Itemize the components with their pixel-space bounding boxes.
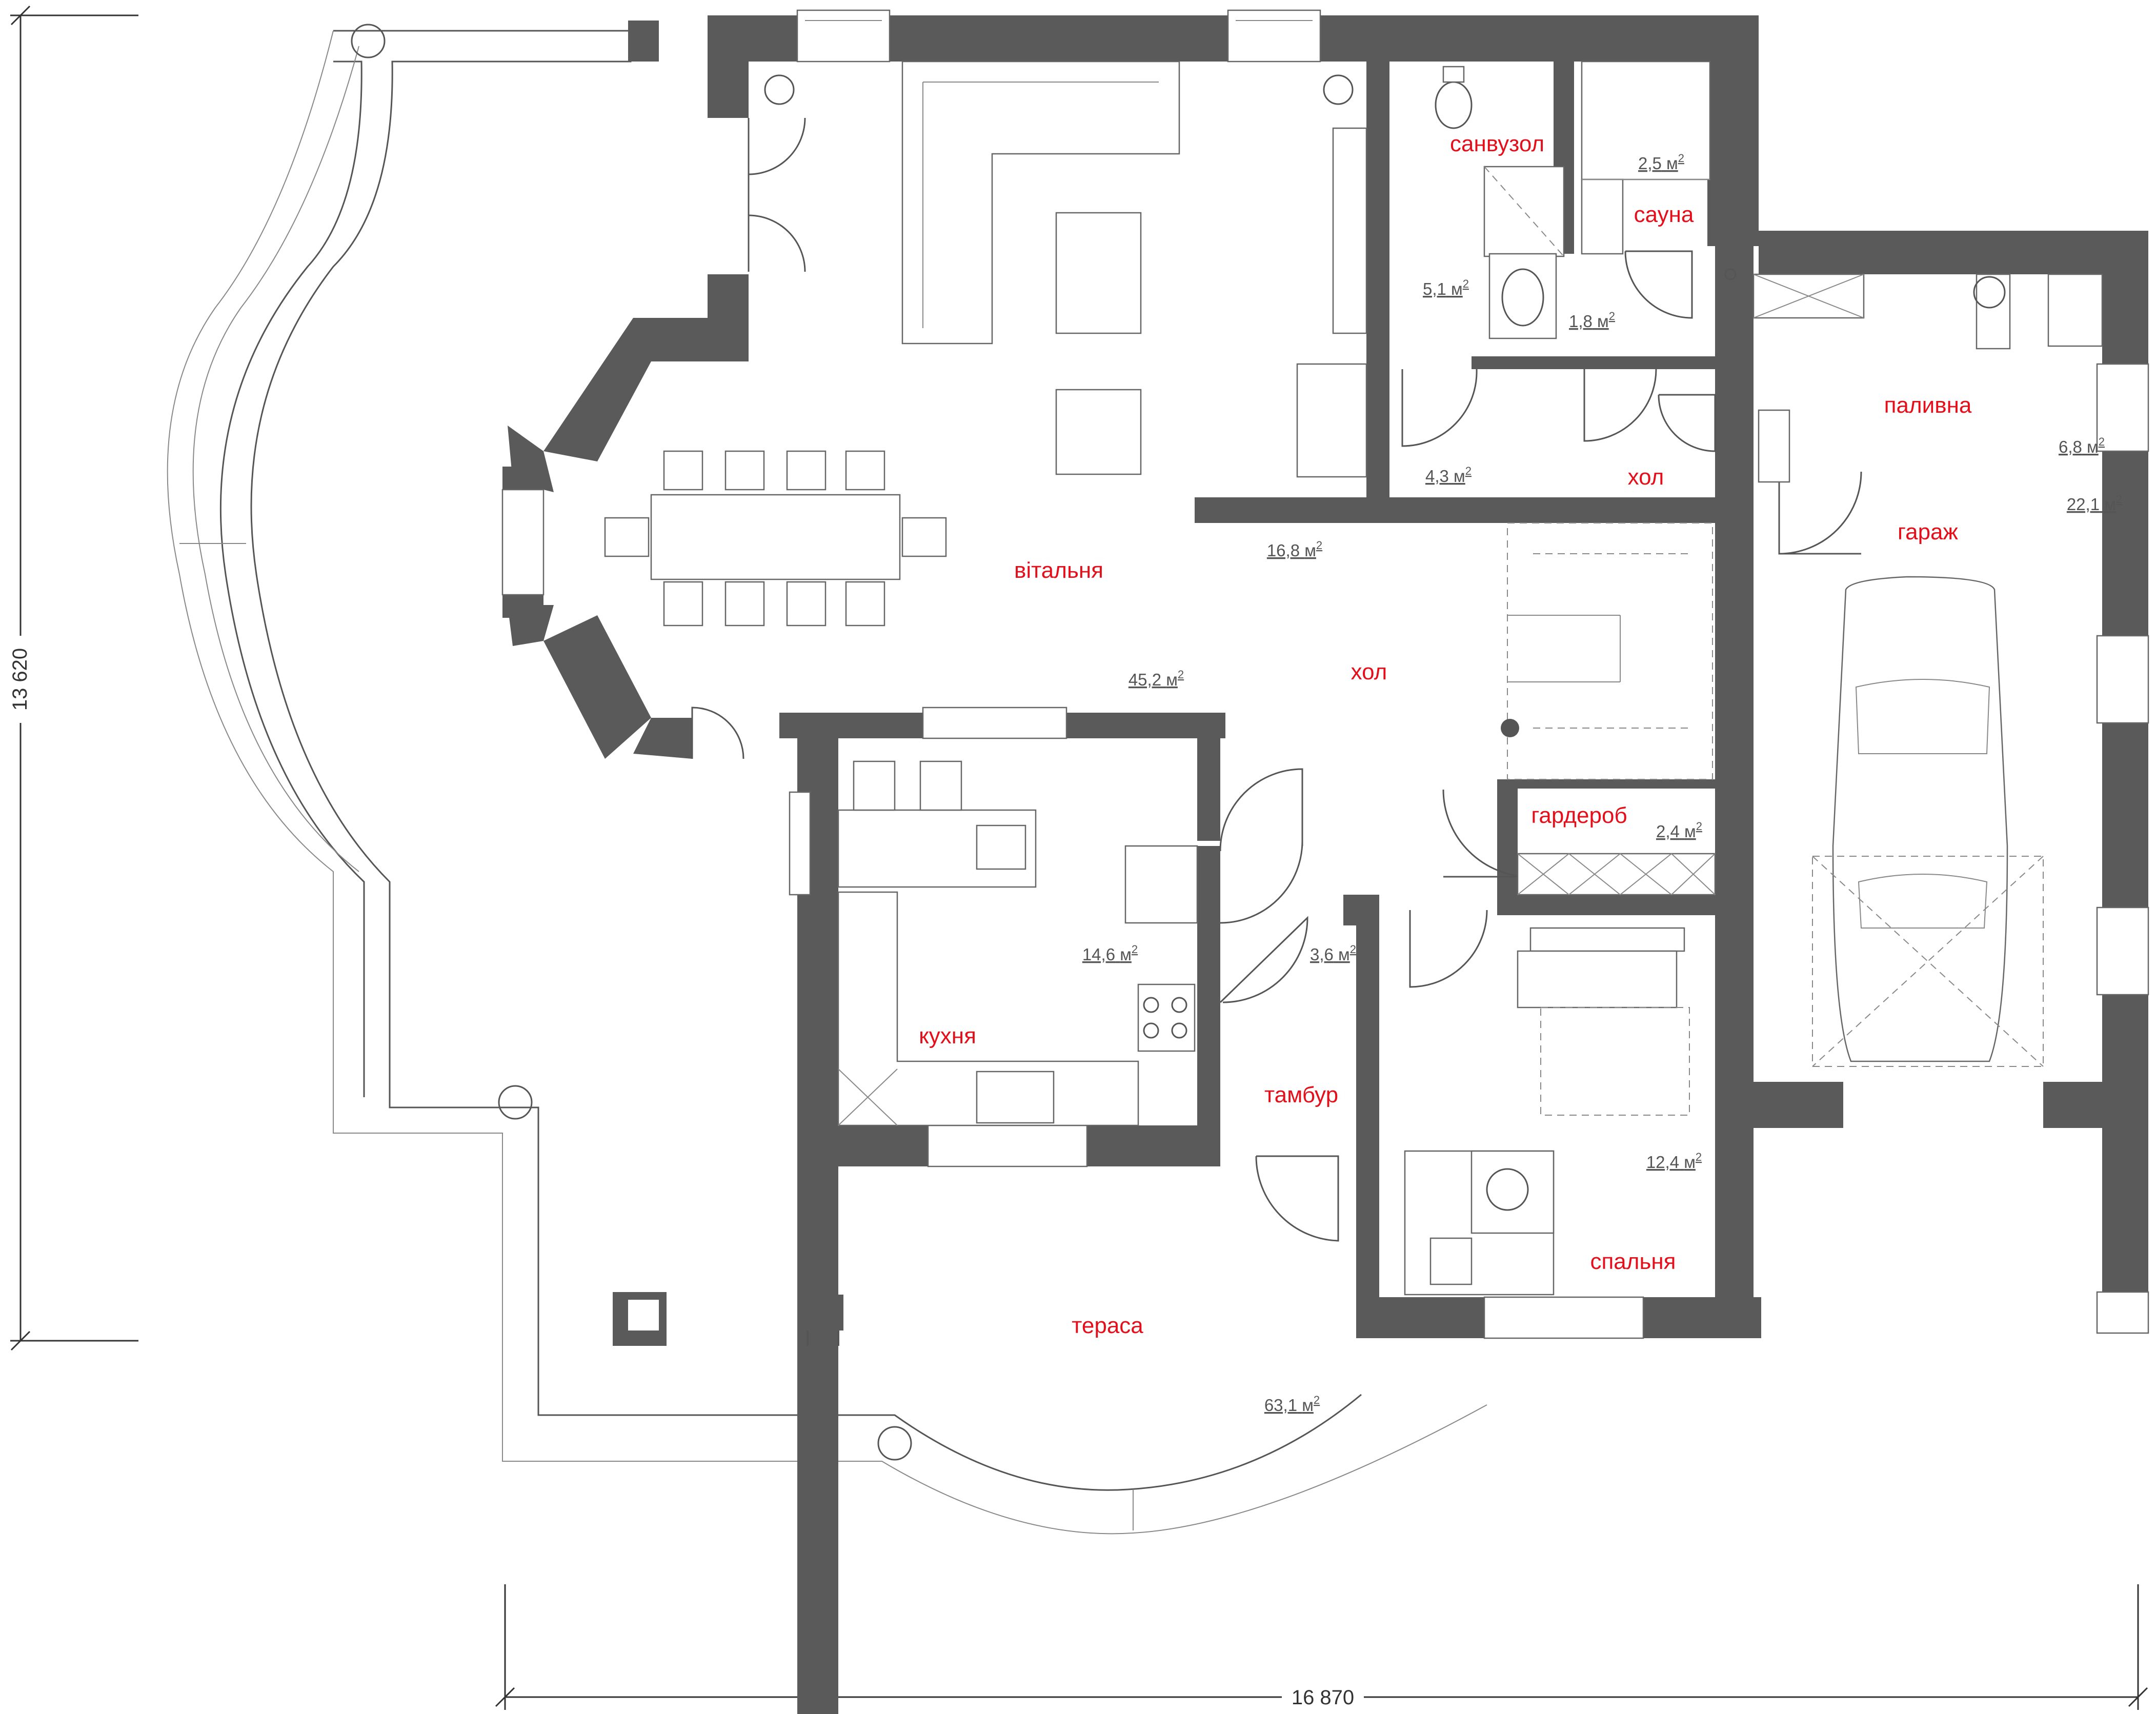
room-name-living: вітальня — [1014, 558, 1103, 583]
area-sauna: 2,5 м2 — [1638, 152, 1684, 173]
wardrobe-shelves — [1517, 853, 1716, 896]
living-furniture — [604, 61, 1367, 627]
area-vestibule: 3,6 м2 — [1310, 943, 1356, 964]
room-name-wardrobe: гардероб — [1531, 803, 1627, 828]
area-bathroom: 5,1 м2 — [1423, 277, 1469, 298]
boiler-equipment — [1724, 268, 2103, 483]
area-wardrobe: 2,4 м2 — [1656, 820, 1702, 841]
dimension-horizontal: 16 870 — [495, 1584, 2148, 1710]
windows — [501, 9, 2149, 1339]
dining-chairs — [604, 450, 947, 627]
terrace-outline — [167, 24, 1487, 1535]
room-name-bathroom: санвузол — [1450, 131, 1544, 156]
room-labels: вітальня хол кухня тамбур спальня тераса… — [919, 131, 1972, 1338]
garage-car — [1812, 576, 2044, 1067]
bedroom-furniture — [1404, 927, 1690, 1296]
dimension-vertical-label: 13 620 — [9, 648, 31, 711]
room-name-hall-small: хол — [1628, 465, 1664, 490]
room-name-vestibule: тамбур — [1264, 1082, 1338, 1107]
area-shower: 1,8 м2 — [1569, 310, 1615, 331]
room-name-garage: гараж — [1898, 519, 1958, 545]
room-name-hall-main: хол — [1351, 659, 1387, 684]
area-hall-main: 16,8 м2 — [1267, 539, 1322, 560]
kitchen-furniture — [837, 760, 1198, 1126]
area-labels: 45,2 м2 16,8 м2 14,6 м2 3,6 м2 12,4 м2 6… — [1082, 152, 2122, 1415]
area-living: 45,2 м2 — [1129, 668, 1184, 689]
area-kitchen: 14,6 м2 — [1082, 943, 1138, 964]
room-name-terrace: тераса — [1072, 1313, 1143, 1338]
bathroom-fixtures — [1435, 61, 1711, 339]
area-bedroom: 12,4 м2 — [1646, 1151, 1702, 1172]
staircase — [1501, 522, 1713, 780]
area-terrace: 63,1 м2 — [1264, 1394, 1320, 1415]
room-name-sauna: сауна — [1634, 202, 1694, 227]
dimension-horizontal-label: 16 870 — [1292, 1686, 1354, 1709]
area-hall-small: 4,3 м2 — [1425, 465, 1472, 486]
room-name-boiler: паливна — [1884, 393, 1972, 418]
room-name-kitchen: кухня — [919, 1023, 976, 1048]
area-garage: 22,1 м2 — [2067, 493, 2122, 514]
area-boiler: 6,8 м2 — [2059, 435, 2105, 456]
room-name-bedroom: спальня — [1590, 1249, 1676, 1274]
doors — [691, 117, 1862, 1242]
terrace-furniture — [613, 1292, 843, 1346]
dimension-vertical: 13 620 — [8, 5, 138, 1351]
